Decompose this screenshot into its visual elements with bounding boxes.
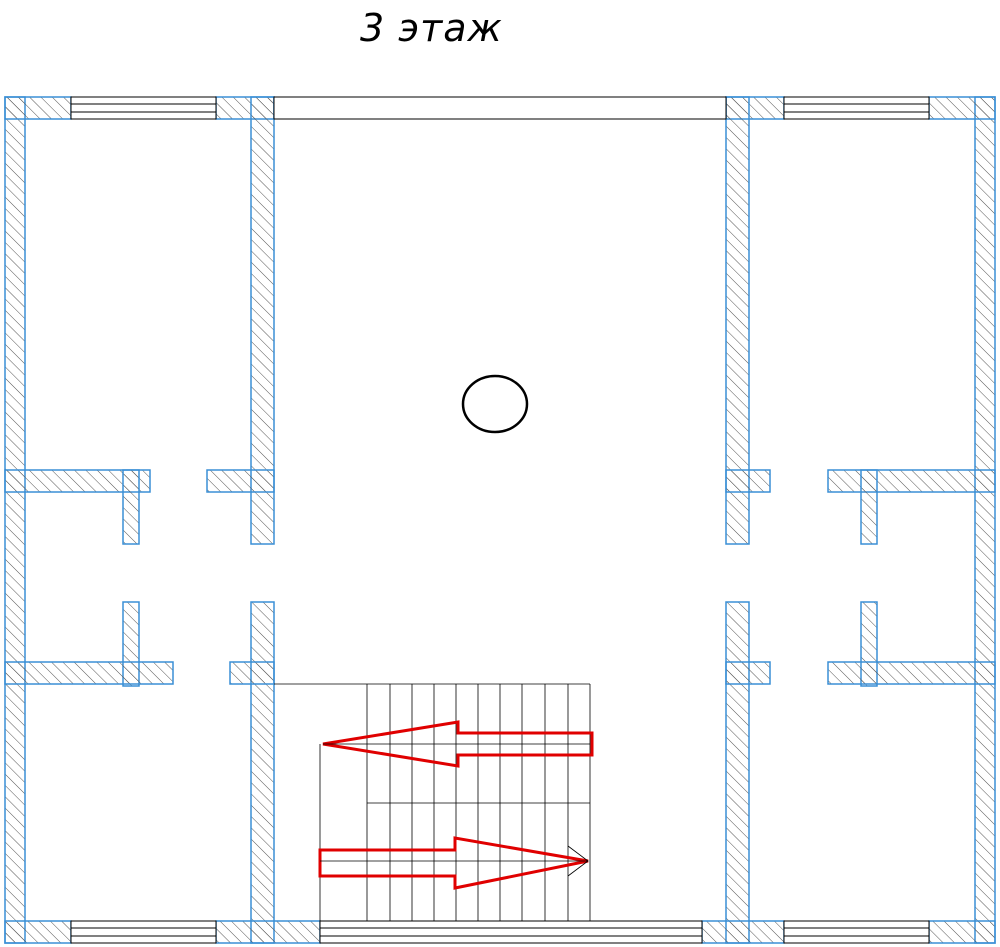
windows: [70, 96, 930, 944]
walls: [4, 96, 996, 944]
wall-bottom-right-b: [701, 920, 785, 944]
stair-arrow-right: [318, 836, 589, 890]
wall-right-mid-upper-a: [827, 469, 996, 493]
window-top-center: [273, 96, 727, 120]
window-bottom-center: [319, 920, 703, 944]
window-top-left: [70, 96, 217, 120]
wall-left-mid-lower: [4, 661, 174, 685]
window-top-right: [783, 96, 930, 120]
wall-right-inner-upper: [725, 96, 750, 545]
wall-bottom-left-b: [215, 920, 321, 944]
wall-left-stub-upper: [122, 469, 140, 545]
floor-title: 3 этаж: [360, 6, 503, 50]
staircase: [274, 683, 591, 921]
stair-arrows: [318, 720, 594, 890]
center-column-symbol: [461, 374, 529, 434]
window-bottom-left: [70, 920, 217, 944]
wall-left-mid-upper-b: [206, 469, 275, 493]
wall-top-right-a: [928, 96, 996, 120]
wall-top-left-a: [4, 96, 72, 120]
wall-right-stub-upper: [860, 469, 878, 545]
wall-left-stub-right: [229, 661, 275, 685]
wall-left-inner-upper: [250, 96, 275, 545]
wall-left-mid-upper-a: [4, 469, 151, 493]
wall-bottom-right-a: [928, 920, 996, 944]
wall-right-inner-lower: [725, 601, 750, 944]
window-bottom-right: [783, 920, 930, 944]
wall-left-inner-lower: [250, 601, 275, 944]
wall-left-outer: [4, 96, 26, 944]
stair-arrow-left: [322, 720, 594, 768]
wall-right-stub-left: [725, 661, 771, 685]
wall-right-mid-lower: [827, 661, 996, 685]
wall-bottom-left-a: [4, 920, 72, 944]
wall-right-mid-upper-b: [725, 469, 771, 493]
wall-right-outer: [974, 96, 996, 944]
